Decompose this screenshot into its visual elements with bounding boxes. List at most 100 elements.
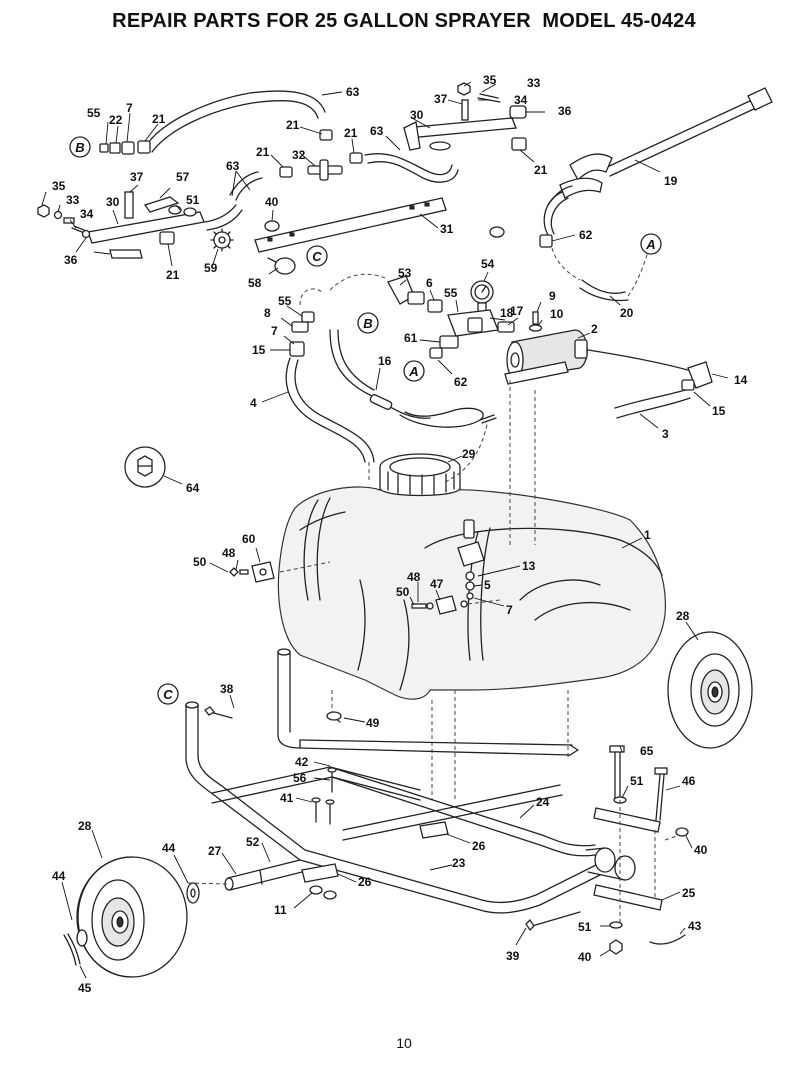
callout-62: 62 xyxy=(454,375,468,389)
agitator-assembly-13 xyxy=(457,519,485,600)
callout-24: 24 xyxy=(536,795,550,809)
frame-dash-lines xyxy=(187,800,681,925)
mount-hardware-47 xyxy=(411,595,468,615)
ref-letter-A-mid: A xyxy=(403,360,425,382)
callout-56: 56 xyxy=(293,771,307,785)
callout-2: 2 xyxy=(591,322,598,336)
callout-28: 28 xyxy=(676,609,690,623)
pressure-gauge-54 xyxy=(470,280,494,314)
nozzle-body-left xyxy=(109,231,175,259)
pump-motor-2 xyxy=(504,329,588,385)
wheel-right-28 xyxy=(667,631,753,749)
callout-49: 49 xyxy=(366,716,380,730)
callout-38: 38 xyxy=(220,682,234,696)
callout-18: 18 xyxy=(500,306,514,320)
callout-62: 62 xyxy=(579,228,593,242)
callout-17: 17 xyxy=(510,304,524,318)
nut-40-top xyxy=(264,220,280,232)
callout-50: 50 xyxy=(193,555,207,569)
hose-3 xyxy=(614,389,691,419)
fitting-6 xyxy=(427,299,443,313)
callout-34: 34 xyxy=(80,207,94,221)
callout-30: 30 xyxy=(106,195,120,209)
callout-27: 27 xyxy=(208,844,222,858)
callout-54: 54 xyxy=(481,257,495,271)
callout-39: 39 xyxy=(506,949,520,963)
callout-65: 65 xyxy=(640,744,654,758)
callout-37: 37 xyxy=(130,170,144,184)
callout-21: 21 xyxy=(344,126,358,140)
elbow-53 xyxy=(387,275,425,305)
leader-lines xyxy=(41,81,729,979)
frame-main-24 xyxy=(211,739,596,857)
callout-1: 1 xyxy=(644,528,651,542)
callout-37: 37 xyxy=(434,92,448,106)
callout-63: 63 xyxy=(346,85,360,99)
callout-40: 40 xyxy=(694,843,708,857)
harness-16 xyxy=(329,329,497,428)
callout-32: 32 xyxy=(292,148,306,162)
fittings-55-8 xyxy=(289,311,315,357)
callout-48: 48 xyxy=(222,546,236,560)
callout-29: 29 xyxy=(462,447,476,461)
callout-43: 43 xyxy=(688,919,702,933)
ref-letter-B-mid: B xyxy=(357,312,379,334)
boom-hose-upper xyxy=(147,90,326,153)
knob-58 xyxy=(267,257,296,275)
boom-bracket-right xyxy=(403,82,527,151)
page-title: REPAIR PARTS FOR 25 GALLON SPRAYER MODEL… xyxy=(112,10,696,32)
callout-55: 55 xyxy=(444,286,458,300)
callout-21: 21 xyxy=(286,118,300,132)
callout-51: 51 xyxy=(578,920,592,934)
sprocket-59 xyxy=(210,228,234,252)
svg-text:B: B xyxy=(363,316,372,331)
tank-lid-29 xyxy=(379,453,461,497)
callout-63: 63 xyxy=(370,124,384,138)
callout-26: 26 xyxy=(472,839,486,853)
axle-27-52 xyxy=(224,859,303,891)
callout-33: 33 xyxy=(66,193,80,207)
callout-36: 36 xyxy=(64,253,78,267)
callout-51: 51 xyxy=(186,193,200,207)
frame-bolts xyxy=(204,706,342,900)
callout-5: 5 xyxy=(484,578,491,592)
callout-47: 47 xyxy=(430,577,444,591)
svg-text:A: A xyxy=(645,237,655,252)
callout-55: 55 xyxy=(87,106,101,120)
callout-63: 63 xyxy=(226,159,240,173)
callout-26: 26 xyxy=(358,875,372,889)
callout-22: 22 xyxy=(109,113,123,127)
callout-42: 42 xyxy=(295,755,309,769)
page-number: 10 xyxy=(396,1035,412,1051)
callout-52: 52 xyxy=(246,835,260,849)
callout-57: 57 xyxy=(176,170,190,184)
callout-8: 8 xyxy=(264,306,271,320)
bracket-26-frame xyxy=(301,821,449,883)
wheel-left-28 xyxy=(76,856,188,978)
callout-33: 33 xyxy=(527,76,541,90)
callout-48: 48 xyxy=(407,570,421,584)
callout-20: 20 xyxy=(620,306,634,320)
boom-hose-middle xyxy=(229,171,263,201)
tee-fitting xyxy=(307,159,343,181)
callout-3: 3 xyxy=(662,427,669,441)
valve-block-18 xyxy=(447,309,515,337)
bolt-stack-left xyxy=(37,204,91,239)
hose-4 xyxy=(285,357,375,463)
callout-9: 9 xyxy=(549,289,556,303)
svg-text:C: C xyxy=(312,249,322,264)
callout-16: 16 xyxy=(378,354,392,368)
callout-6: 6 xyxy=(426,276,433,290)
svg-text:A: A xyxy=(408,364,418,379)
frame-upright-left xyxy=(277,648,301,749)
tank-dash-lines xyxy=(279,380,569,800)
callout-14: 14 xyxy=(734,373,748,387)
callout-64: 64 xyxy=(186,481,200,495)
screw-9 xyxy=(528,311,543,332)
ref-letter-C-frame: C xyxy=(157,683,179,705)
callout-60: 60 xyxy=(242,532,256,546)
callout-11: 11 xyxy=(274,903,287,917)
frame-tube-ends xyxy=(585,847,636,881)
